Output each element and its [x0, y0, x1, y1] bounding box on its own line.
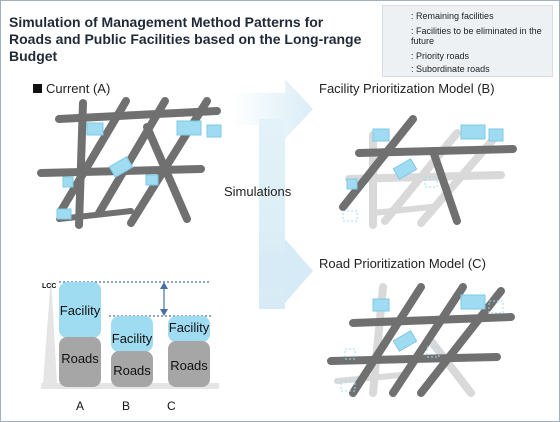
legend: : Remaining facilities : Facilities to b…: [382, 5, 553, 77]
simulation-arrow-horizontal: [233, 79, 313, 139]
facility-model-road-network: [339, 115, 517, 229]
simulation-arrow-vertical: [259, 119, 313, 309]
category-a-label: A: [76, 399, 85, 413]
page-title: Simulation of Management Method Patterns…: [9, 14, 362, 64]
bar-a-roads: [59, 337, 101, 387]
legend-priority-roads-label: : Priority roads: [411, 51, 470, 61]
square-bullet-icon: [33, 84, 42, 93]
bar-a-roads-label: Roads: [61, 351, 99, 366]
category-c-label: C: [167, 399, 176, 413]
legend-facilities-eliminated-label: : Facilities to be eliminated in the fut…: [411, 26, 542, 46]
bar-c-roads-label: Roads: [170, 358, 208, 373]
bar-b-roads: [111, 351, 153, 387]
current-facilities: [56, 120, 222, 220]
bar-a-facility: [59, 282, 101, 338]
bar-c-roads: [168, 341, 210, 387]
bar-b-facility: [111, 316, 153, 352]
lcc-label: LCC: [42, 283, 57, 290]
road-model-heading: Road Prioritization Model (C): [319, 256, 486, 271]
bar-a-facility-label: Facility: [59, 303, 101, 318]
simulations-label: Simulations: [224, 184, 292, 199]
current-heading: Current (A): [33, 81, 110, 96]
category-b-label: B: [122, 399, 131, 413]
legend-remaining-facilities-label: : Remaining facilities: [411, 11, 494, 21]
facility-model-facilities: [342, 124, 504, 222]
bar-b-facility-label: Facility: [111, 331, 153, 346]
road-model-facilities: [340, 294, 504, 392]
facility-model-heading: Facility Prioritization Model (B): [319, 81, 495, 96]
lcc-chart: [41, 277, 219, 389]
bar-c-facility: [168, 316, 210, 342]
legend-subordinate-roads-label: : Subordinate roads: [411, 64, 490, 74]
bar-b-roads-label: Roads: [113, 363, 151, 378]
bar-c-facility-label: Facility: [168, 320, 210, 335]
